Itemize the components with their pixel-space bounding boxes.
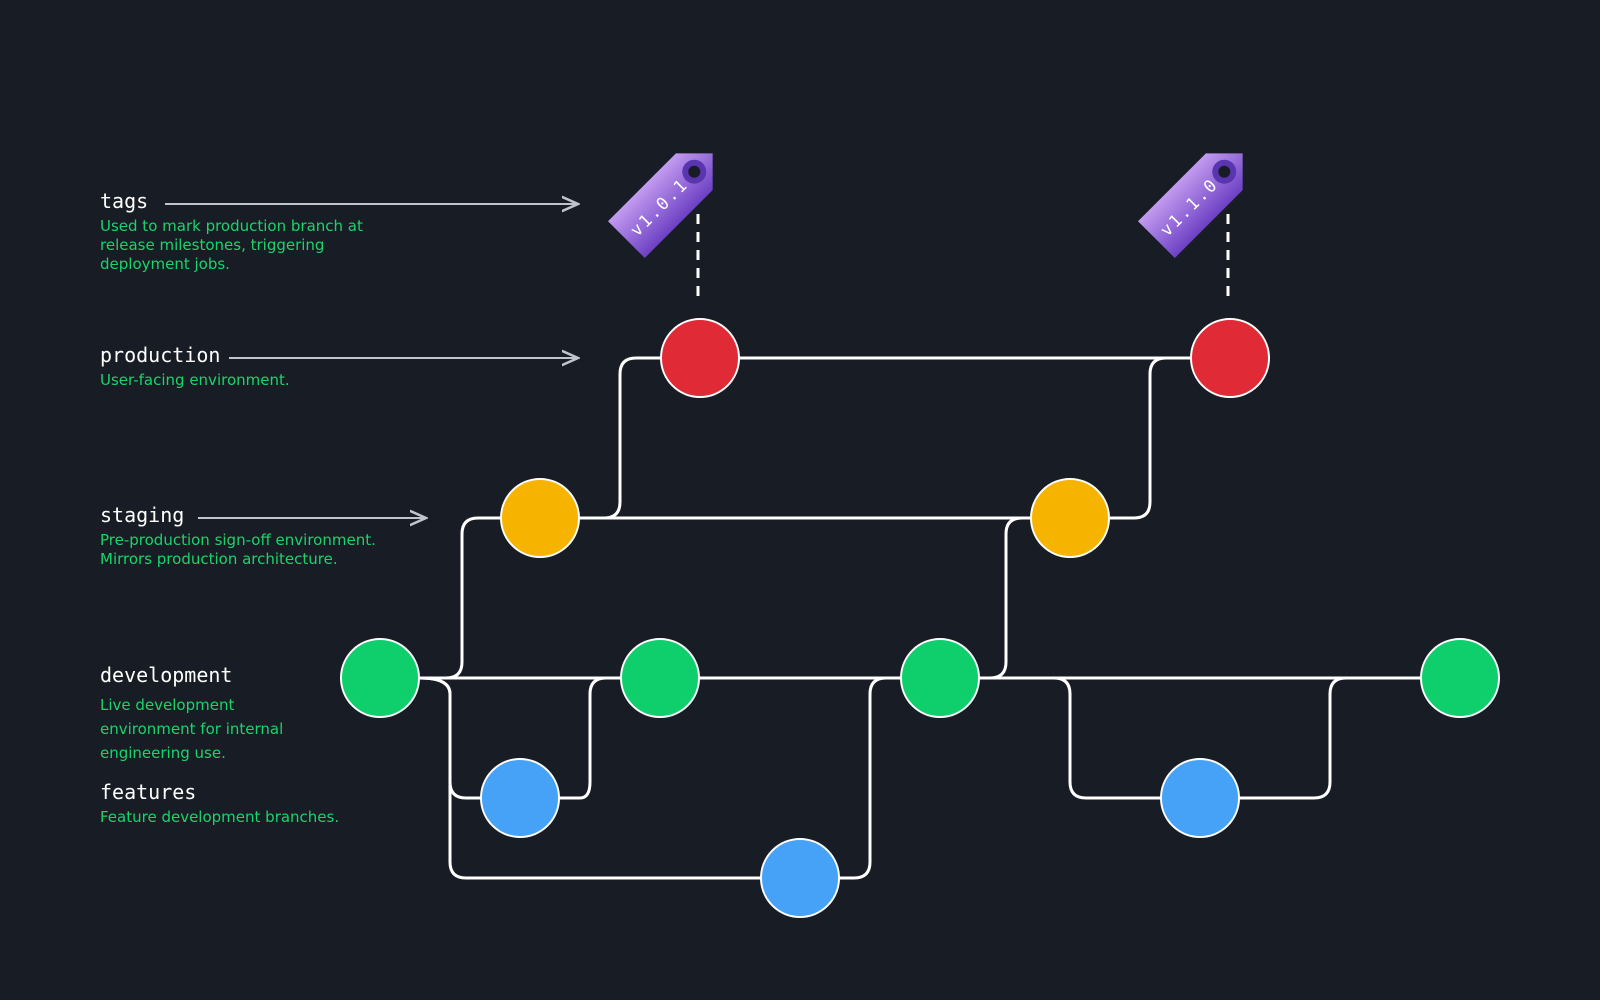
feature-commit[interactable] — [1160, 758, 1240, 838]
lane-development: development Live development environment… — [100, 663, 310, 765]
staging-commit[interactable] — [500, 478, 580, 558]
feature-branch-line — [419, 676, 940, 880]
development-commit[interactable] — [620, 638, 700, 718]
lane-title: production — [100, 343, 221, 367]
tag-hole-icon — [1218, 165, 1231, 178]
lane-title: development — [100, 663, 233, 687]
lane-arrows — [165, 204, 578, 518]
tag-hole-icon — [688, 165, 701, 178]
merge-development-to-staging — [420, 516, 540, 680]
production-commit[interactable] — [1190, 318, 1270, 398]
lane-title: features — [100, 780, 197, 804]
lane-production: production User-facing environment. — [100, 343, 400, 390]
lane-title: staging — [100, 503, 185, 527]
lane-description: Live development environment for interna… — [100, 696, 284, 762]
merge-staging-to-production — [1110, 356, 1230, 520]
release-tag[interactable]: v1.0.1 — [608, 135, 731, 258]
release-tag[interactable]: v1.1.0 — [1138, 135, 1261, 258]
lane-description: Pre-production sign-off environment. Mir… — [100, 531, 376, 568]
lane-staging: staging Pre-production sign-off environm… — [100, 503, 420, 569]
staging-commit[interactable] — [1030, 478, 1110, 558]
lane-description: Feature development branches. — [100, 808, 340, 826]
feature-commit[interactable] — [480, 758, 560, 838]
lane-title: tags — [100, 189, 149, 213]
lane-description: User-facing environment. — [100, 371, 290, 389]
development-commit[interactable] — [340, 638, 420, 718]
feature-commit[interactable] — [760, 838, 840, 918]
development-commit[interactable] — [900, 638, 980, 718]
lane-tags: tags Used to mark production branch at r… — [100, 189, 400, 274]
lane-features: features Feature development branches. — [100, 780, 400, 827]
development-commit[interactable] — [1420, 638, 1500, 718]
production-commit[interactable] — [660, 318, 740, 398]
tag-connectors — [696, 214, 1230, 300]
lane-description: Used to mark production branch at releas… — [100, 217, 363, 273]
commit-nodes — [340, 318, 1500, 918]
merge-staging-to-production — [580, 356, 700, 520]
